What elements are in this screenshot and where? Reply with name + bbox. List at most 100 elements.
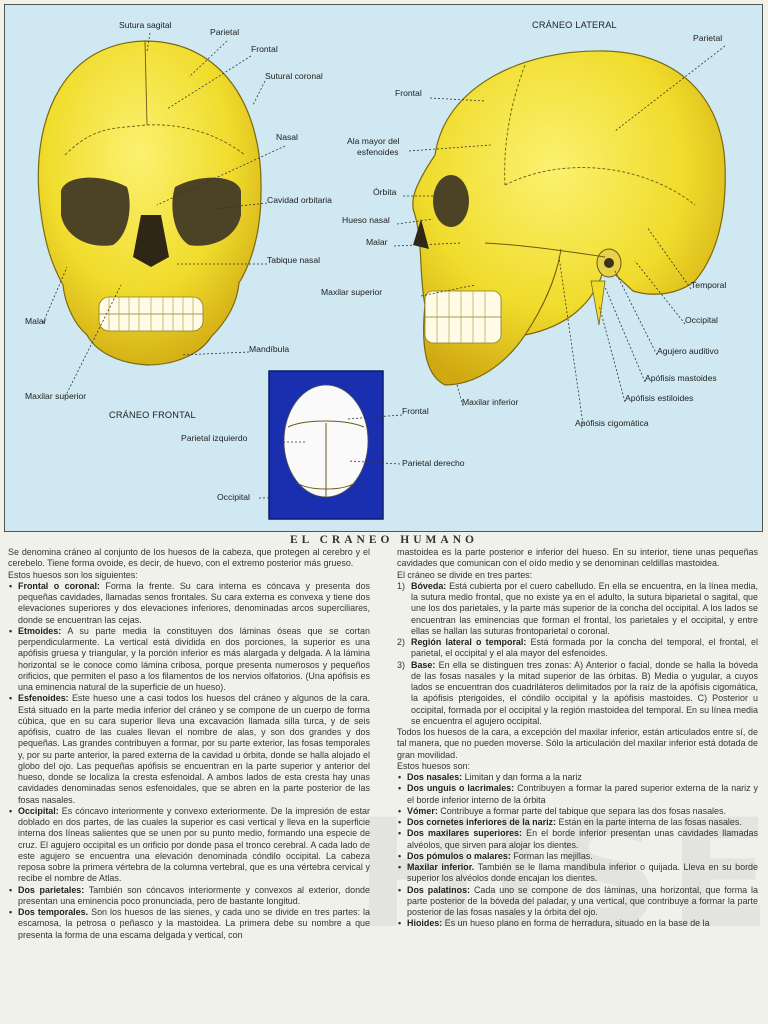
item-term: Maxilar inferior. bbox=[407, 862, 475, 872]
label-lat-maxilar-superior: Maxilar superior bbox=[321, 287, 383, 297]
item-term: Etmoides: bbox=[18, 625, 62, 636]
item-text: Forman las mejillas. bbox=[513, 850, 593, 861]
label-parietal-izquierdo: Parietal izquierdo bbox=[181, 433, 248, 443]
list-item: Dos nasales: Limitan y dan forma a la na… bbox=[397, 772, 758, 784]
item-text: Están en la parte interna de las fosas n… bbox=[558, 817, 742, 827]
label-ala-mayor-1: Ala mayor del bbox=[347, 136, 400, 146]
item-text: Forma la frente. Su cara interna es cónc… bbox=[18, 580, 371, 625]
item-term: Frontal o coronal: bbox=[18, 580, 100, 591]
label-agujero-auditivo: Agujero auditivo bbox=[657, 346, 719, 356]
item-text: También son cóncavos interiormente y con… bbox=[18, 884, 370, 906]
label-front-malar: Malar bbox=[25, 316, 47, 326]
item-text: A su parte media la constituyen dos lámi… bbox=[18, 625, 370, 692]
leader-lines bbox=[42, 32, 726, 499]
item-text: En el borde inferior presentan unas cavi… bbox=[407, 828, 758, 850]
item-term: Dos maxilares superiores: bbox=[407, 828, 522, 839]
label-top-occipital: Occipital bbox=[217, 492, 250, 502]
face-lead: Estos huesos son: bbox=[397, 760, 471, 771]
item-term: Vómer: bbox=[407, 805, 438, 816]
list-item: Frontal o coronal: Forma la frente. Su c… bbox=[8, 581, 370, 626]
item-term: Dos temporales. bbox=[18, 907, 89, 917]
item-term: Dos nasales: bbox=[407, 772, 463, 782]
label-tabique-nasal: Tabique nasal bbox=[267, 255, 321, 265]
skull-parts-list: 1) Bóveda: Está cubierta por el cuero cab… bbox=[397, 581, 758, 727]
face-intro: Todos los huesos de la cara, a excepción… bbox=[397, 727, 758, 760]
list-item: 3) Base: En ella se distinguen tres zonas… bbox=[397, 660, 758, 728]
list-item: Dos palatinos: Cada uno se compone de do… bbox=[397, 885, 758, 919]
skull-figure: Sutura sagital Parietal Frontal Sutural … bbox=[4, 4, 763, 532]
list-item: Maxilar inferior. También se le llama ma… bbox=[397, 862, 758, 885]
article-title: EL CRANEO HUMANO bbox=[290, 534, 478, 546]
list-item: Etmoides: A su parte media la constituye… bbox=[8, 626, 370, 694]
label-sutura-coronal: Sutural coronal bbox=[265, 71, 323, 81]
item-term: Dos palatinos: bbox=[407, 884, 471, 895]
top-skull-inset bbox=[268, 370, 384, 520]
left-lead: Estos huesos son los siguientes: bbox=[8, 569, 138, 580]
label-top-frontal: Frontal bbox=[402, 406, 429, 416]
list-item: Esfenoides: Este hueso une a casi todos … bbox=[8, 693, 370, 806]
label-parietal-derecho: Parietal derecho bbox=[402, 458, 465, 468]
list-item: Hioides: Es un hueso plano en forma de h… bbox=[397, 918, 758, 930]
item-text: También se le llama mandíbula inferior o… bbox=[407, 862, 758, 884]
label-front-maxilar-superior: Maxilar superior bbox=[25, 391, 87, 401]
label-front-parietal: Parietal bbox=[210, 27, 240, 37]
item-term: Dos cornetes inferiores de la nariz: bbox=[407, 817, 557, 827]
label-nasal: Nasal bbox=[276, 132, 298, 142]
item-term: Dos pómulos o malares: bbox=[407, 850, 511, 861]
item-term: Dos unguis o lacrimales: bbox=[407, 783, 515, 794]
list-item: Dos maxilares superiores: En el borde in… bbox=[397, 828, 758, 851]
list-item: Dos cornetes inferiores de la nariz: Est… bbox=[397, 817, 758, 829]
label-lat-frontal: Frontal bbox=[395, 88, 422, 98]
item-term: Región lateral o temporal: bbox=[411, 637, 527, 647]
right-intro: mastoidea es la parte posterior e inferi… bbox=[397, 547, 758, 569]
item-text: Limitan y dan forma a la nariz bbox=[464, 772, 582, 782]
item-number: 3) bbox=[397, 659, 405, 670]
label-lat-occipital: Occipital bbox=[685, 315, 718, 325]
item-number: 2) bbox=[397, 637, 405, 647]
cranial-bones-list: Frontal o coronal: Forma la frente. Su c… bbox=[8, 581, 370, 941]
item-term: Esfenoides: bbox=[18, 693, 69, 704]
lateral-skull-title: CRÁNEO LATERAL bbox=[532, 20, 617, 30]
skull-illustration bbox=[37, 32, 726, 520]
label-apofisis-mastoides: Apófisis mastoides bbox=[645, 373, 717, 383]
face-bones-list: Dos nasales: Limitan y dan forma a la na… bbox=[397, 772, 758, 930]
item-text: Son los huesos de las sienes, y cada uno… bbox=[18, 907, 370, 940]
item-text: Contribuyen a formar la pared superior e… bbox=[407, 783, 759, 805]
front-skull bbox=[37, 40, 262, 366]
label-orbita: Órbita bbox=[373, 187, 397, 197]
label-temporal: Temporal bbox=[691, 280, 727, 290]
item-text: Está formada por la concha del temporal,… bbox=[411, 637, 758, 659]
item-text: Este hueso une a casi todos los huesos d… bbox=[18, 693, 370, 805]
label-front-frontal: Frontal bbox=[251, 44, 278, 54]
item-term: Base: bbox=[411, 659, 436, 670]
item-number: 1) bbox=[397, 580, 405, 591]
left-intro: Se denomina cráneo al conjunto de los hu… bbox=[8, 547, 370, 569]
label-lat-parietal: Parietal bbox=[693, 33, 723, 43]
list-item: Dos pómulos o malares: Forman las mejill… bbox=[397, 850, 758, 863]
label-ala-mayor-2: esfenoides bbox=[357, 147, 399, 157]
list-item: Vómer: Contribuye a formar parte del tab… bbox=[397, 805, 758, 818]
label-maxilar-inferior: Maxilar inferior bbox=[462, 397, 519, 407]
list-item: 2) Región lateral o temporal: Está formad… bbox=[397, 637, 758, 660]
list-item: Dos temporales. Son los huesos de las si… bbox=[8, 907, 370, 941]
item-text: Cada uno se compone de dos láminas, una … bbox=[407, 884, 759, 918]
label-mandibula: Mandíbula bbox=[249, 344, 290, 354]
right-column: mastoidea es la parte posterior e inferi… bbox=[397, 547, 758, 930]
front-skull-title: CRÁNEO FRONTAL bbox=[109, 410, 196, 420]
item-term: Hioides: bbox=[407, 918, 443, 929]
label-cavidad-orbitaria: Cavidad orbitaria bbox=[267, 195, 332, 205]
list-item: Dos unguis o lacrimales: Contribuyen a f… bbox=[397, 783, 758, 806]
label-hueso-nasal: Hueso nasal bbox=[342, 215, 390, 225]
lateral-skull bbox=[412, 50, 726, 386]
label-apofisis-cigomatica: Apófisis cigomática bbox=[575, 418, 649, 428]
list-item: Occipital: Es cóncavo interiormente y co… bbox=[8, 806, 370, 885]
right-lead: El cráneo se divide en tres partes: bbox=[397, 569, 533, 580]
list-item: Dos parietales: También son cóncavos int… bbox=[8, 885, 370, 908]
item-text: Es un hueso plano en forma de herradura,… bbox=[444, 918, 710, 929]
item-text: Está cubierta por el cuero cabelludo. En… bbox=[411, 580, 759, 636]
item-term: Bóveda: bbox=[411, 580, 447, 591]
item-text: En ella se distinguen tres zonas: A) Ant… bbox=[411, 659, 758, 726]
item-text: Contribuye a formar parte del tabique qu… bbox=[440, 805, 726, 816]
item-text: Es cóncavo interiormente y convexo exter… bbox=[18, 805, 371, 884]
label-lat-malar: Malar bbox=[366, 237, 388, 247]
